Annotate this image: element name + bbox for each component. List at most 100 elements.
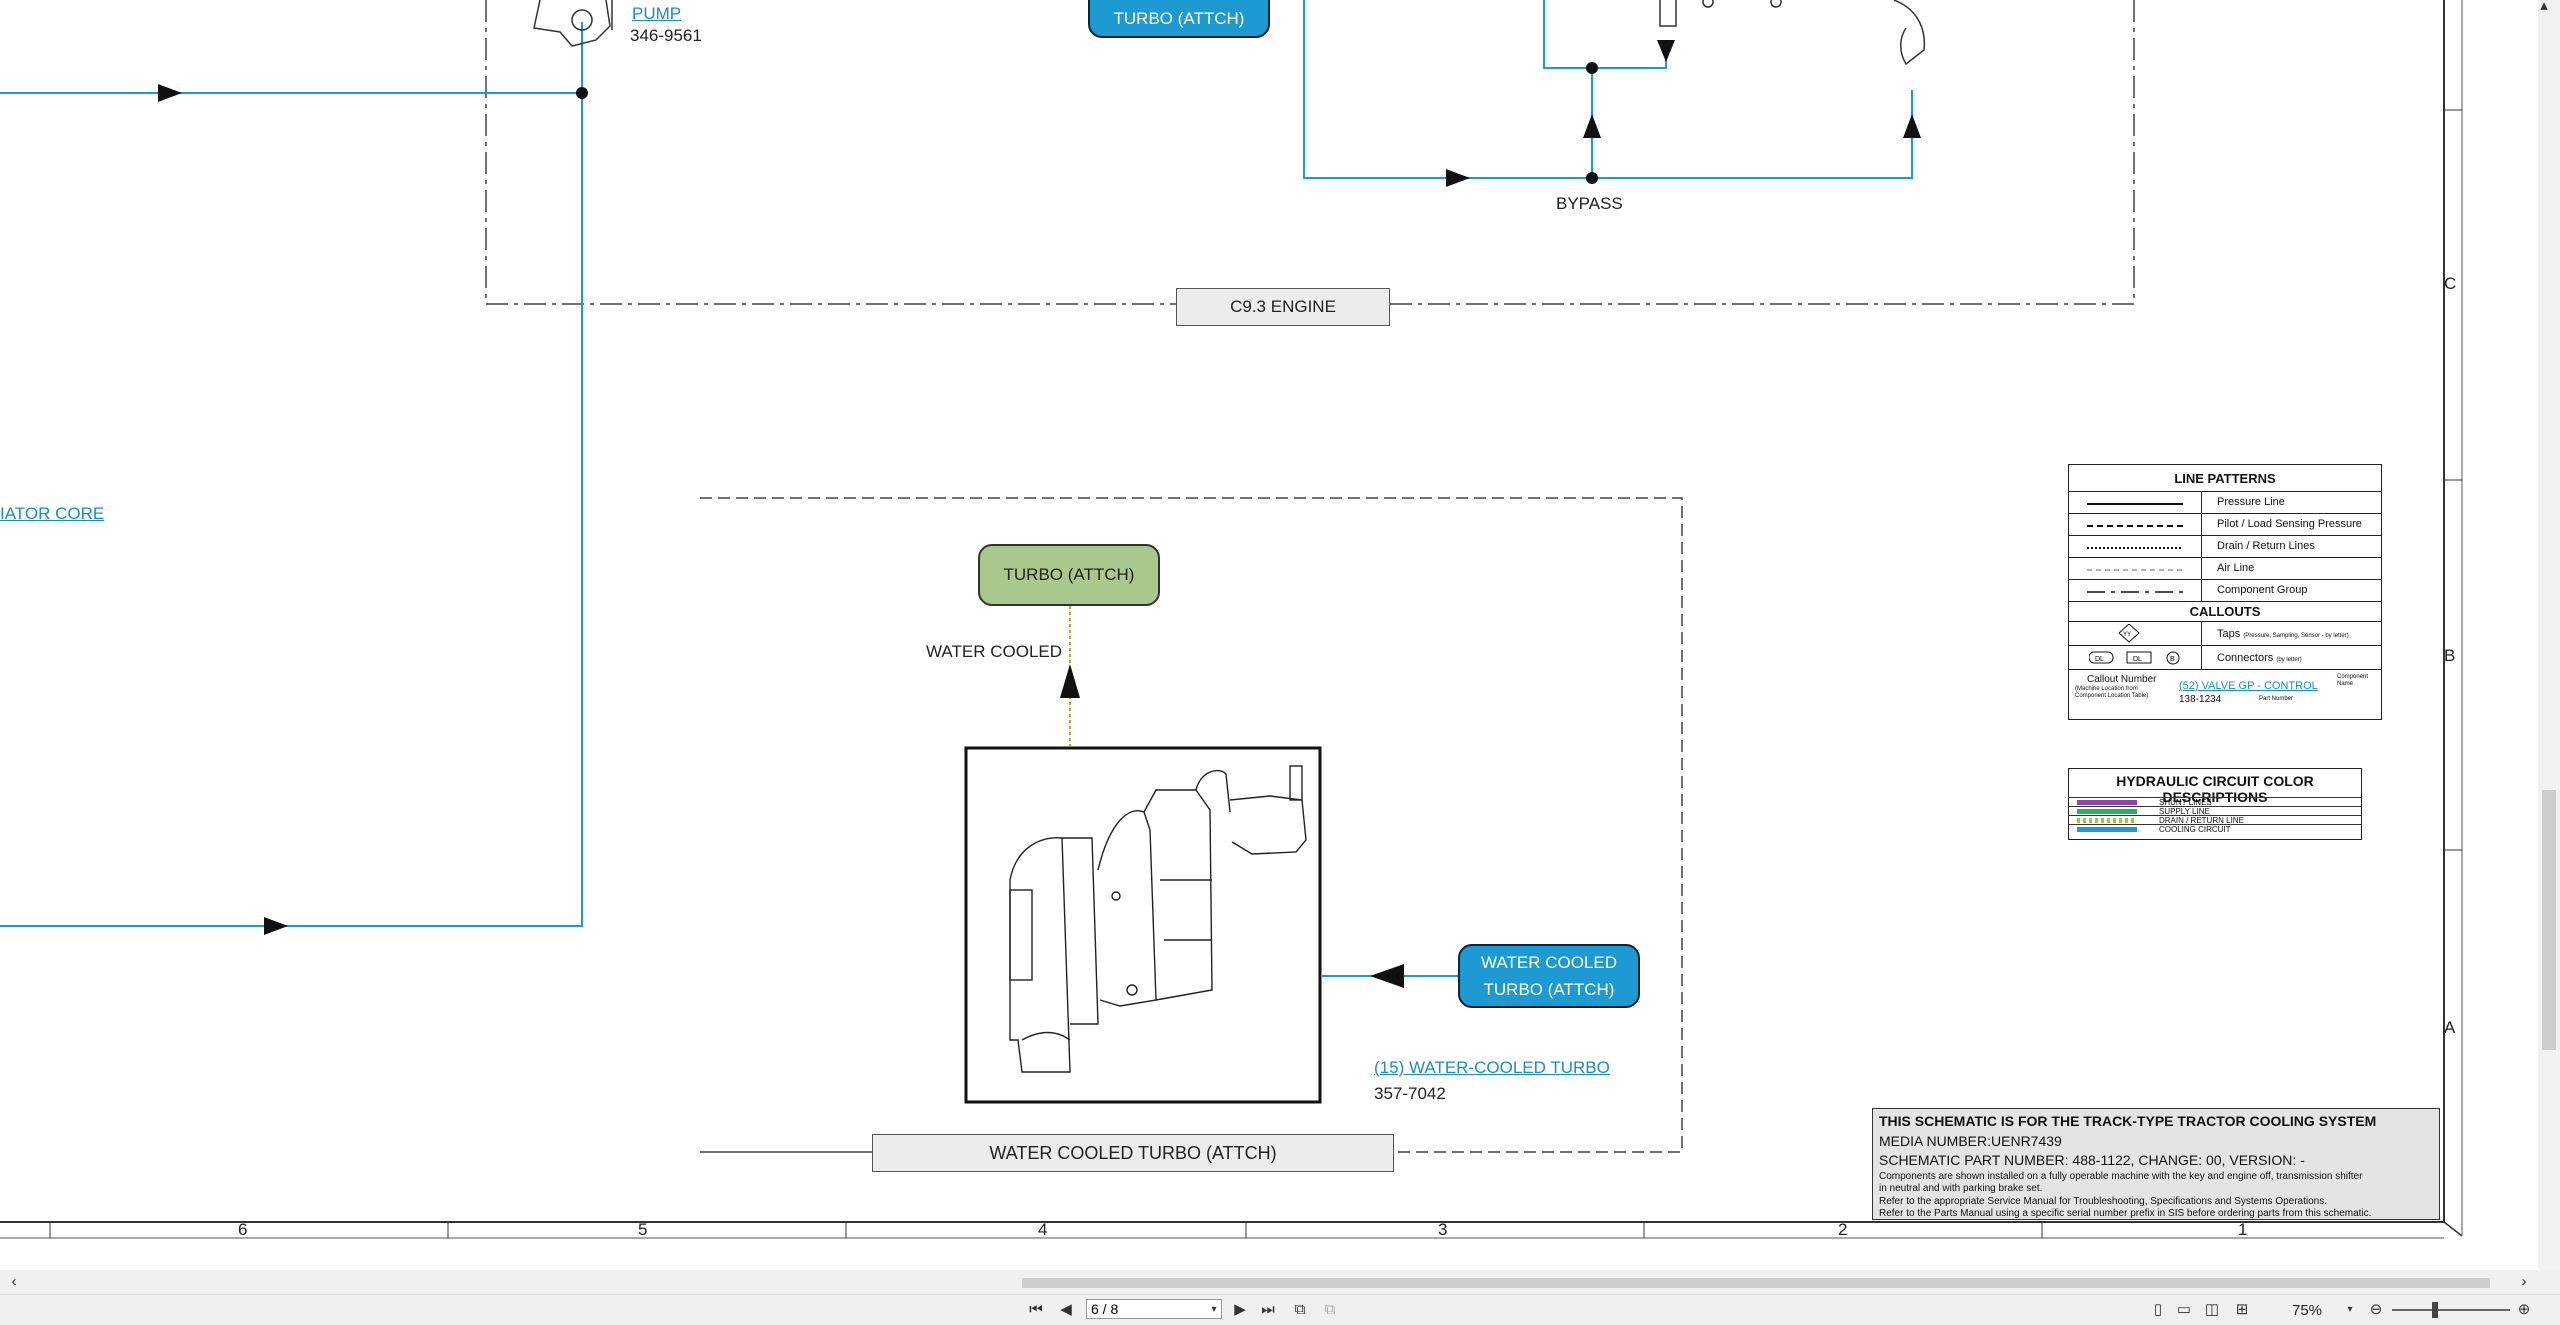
tap-symbol-text: YY	[2123, 632, 2131, 638]
info-media-number: MEDIA NUMBER:UENR7439	[1879, 1133, 2062, 1149]
legend-callout-sub: (Machine Location from Component Locatio…	[2075, 686, 2149, 699]
zoom-dropdown-icon[interactable]: ▾	[2347, 1304, 2353, 1315]
legend-taps-label: Taps	[2217, 628, 2241, 640]
vertical-scrollbar-thumb[interactable]	[2542, 790, 2556, 1050]
shunt-swatch	[2077, 800, 2137, 805]
info-note: Components are shown installed on a full…	[1879, 1171, 2363, 1182]
scroll-left-icon[interactable]: ‹	[11, 1273, 17, 1290]
two-page-view-icon[interactable]: ◫	[2204, 1301, 2220, 1318]
legend-air-line: Air Line	[2217, 562, 2255, 574]
legend-drain-line: Drain / Return Lines	[2217, 540, 2315, 552]
horizontal-scrollbar-thumb[interactable]	[1022, 1278, 2490, 1288]
flow-arrow	[1583, 114, 1601, 138]
next-page-icon[interactable]: ▶	[1234, 1301, 1246, 1318]
previous-page-icon[interactable]: ◀	[1060, 1301, 1072, 1318]
document-viewport[interactable]: PUMP 346-9561 TURBO (ATTCH) BYPASS C9.3 …	[0, 0, 2560, 1270]
junction-dot	[576, 87, 588, 99]
grid-column-label: 4	[1038, 1220, 1048, 1239]
last-page-icon[interactable]: ⏭	[1261, 1301, 1275, 1318]
scroll-right-icon[interactable]: ›	[2521, 1273, 2527, 1290]
water-cooled-turbo-link[interactable]: (15) WATER-COOLED TURBO	[1374, 1058, 1610, 1077]
water-cooled-label: WATER COOLED	[926, 642, 1063, 661]
info-part-number: SCHEMATIC PART NUMBER: 488-1122, CHANGE:…	[1879, 1152, 2305, 1168]
first-page-icon[interactable]: ⏮	[1029, 1301, 1043, 1318]
turbo-illustration	[1009, 765, 1307, 1073]
legend-component-group: Component Group	[2217, 584, 2308, 596]
cooling-swatch	[2077, 827, 2137, 832]
water-cooled-turbo-part-number: 357-7042	[1374, 1084, 1446, 1103]
grid-row-label: A	[2444, 1018, 2456, 1037]
info-title: THIS SCHEMATIC IS FOR THE TRACK-TYPE TRA…	[1879, 1113, 2377, 1129]
page-dropdown-icon[interactable]: ▾	[1211, 1304, 1217, 1315]
supply-swatch	[2077, 809, 2137, 814]
legend-taps-note: (Pressure, Sampling, Sensor - by letter)	[2243, 633, 2349, 639]
legend-callouts-title: CALLOUTS	[2189, 604, 2261, 619]
legend-part-number-label: Part Number	[2259, 696, 2294, 702]
info-note: Refer to the Parts Manual using a specif…	[1879, 1208, 2372, 1219]
hydraulic-row-label: COOLING CIRCUIT	[2159, 825, 2231, 834]
zoom-level[interactable]: 75%	[2292, 1302, 2323, 1319]
legend-row: Pressure Line	[2069, 491, 2381, 514]
line-patterns-legend: LINE PATTERNS Pressure Line Pilot / Load…	[2068, 464, 2382, 720]
zoom-slider-handle[interactable]	[2432, 1302, 2438, 1318]
wct-node-line2: TURBO (ATTCH)	[1483, 980, 1615, 999]
schematic-drawing	[0, 0, 2463, 1239]
bypass-lines	[1303, 0, 1913, 179]
flow-arrow	[1903, 114, 1921, 138]
legend-component-name: Component Name	[2337, 674, 2369, 687]
junction-dot	[1586, 172, 1598, 184]
water-cooled-turbo-node[interactable]: WATER COOLED TURBO (ATTCH)	[1458, 944, 1640, 1008]
legend-pilot-line: Pilot / Load Sensing Pressure	[2217, 518, 2362, 530]
zoom-in-icon[interactable]: ⊕	[2517, 1301, 2531, 1318]
legend-row: Component Group	[2069, 579, 2381, 602]
legend-row: Air Line	[2069, 557, 2381, 580]
grid-column-label: 5	[638, 1220, 648, 1239]
zoom-slider-track[interactable]	[2392, 1309, 2510, 1311]
turbo-illustration-frame	[964, 746, 1322, 1104]
hydraulic-row-label: SHUNT LINES	[2159, 798, 2212, 807]
scroll-up-icon[interactable]: ▴	[2540, 0, 2548, 14]
drain-swatch	[2077, 818, 2137, 823]
legend-row: Drain / Return Lines	[2069, 535, 2381, 558]
single-page-view-icon[interactable]: ▯	[2153, 1301, 2163, 1318]
viewer-status-bar	[0, 1294, 2560, 1325]
cooling-lines-left	[0, 22, 583, 927]
turbo-group-border	[700, 497, 1683, 1153]
info-note: in neutral and with parking brake set.	[1879, 1183, 2043, 1194]
next-view-icon[interactable]: ⧉	[1324, 1301, 1336, 1318]
flow-arrow	[1370, 964, 1404, 988]
pump-link[interactable]: PUMP	[632, 4, 682, 23]
flow-arrow	[158, 84, 182, 102]
continuous-view-icon[interactable]: ▭	[2176, 1301, 2192, 1318]
hydraulic-color-legend: HYDRAULIC CIRCUIT COLOR DESCRIPTIONS SHU…	[2068, 768, 2362, 840]
turbo-group-title-text: WATER COOLED TURBO (ATTCH)	[989, 1142, 1277, 1163]
grid-row-label: C	[2444, 274, 2457, 293]
row-ticks	[2444, 109, 2462, 851]
grid-column-label: 6	[238, 1220, 248, 1239]
legend-callouts-header: CALLOUTS	[2069, 601, 2381, 622]
turbo-attch-node[interactable]: TURBO (ATTCH)	[978, 544, 1160, 606]
connector-symbol-3: B	[2170, 656, 2175, 663]
hydraulic-row-label: DRAIN / RETURN LINE	[2159, 816, 2244, 825]
grid-column-label: 3	[1438, 1220, 1448, 1239]
legend-row: Pilot / Load Sensing Pressure	[2069, 513, 2381, 536]
info-note: Refer to the appropriate Service Manual …	[1879, 1196, 2328, 1207]
page-number-input[interactable]	[1086, 1299, 1222, 1319]
previous-view-icon[interactable]: ⧉	[1294, 1301, 1306, 1318]
flow-arrow	[1657, 40, 1675, 62]
bypass-label: BYPASS	[1556, 194, 1623, 213]
radiator-core-link[interactable]: IATOR CORE	[0, 504, 105, 523]
connector-symbol-2: DL	[2133, 656, 2142, 663]
junction-dot	[1586, 62, 1598, 74]
top-turbo-node-label: TURBO (ATTCH)	[1113, 9, 1245, 28]
column-ticks	[49, 1222, 2043, 1238]
fit-view-icon[interactable]: ⊞	[2235, 1301, 2249, 1318]
top-turbo-node[interactable]: TURBO (ATTCH)	[1088, 0, 1270, 38]
zoom-out-icon[interactable]: ⊖	[2369, 1301, 2383, 1318]
grid-column-label: 2	[1838, 1220, 1848, 1239]
vertical-scrollbar[interactable]	[2538, 0, 2560, 1270]
legend-title: LINE PATTERNS	[2174, 471, 2276, 486]
thermostat-sketch	[1659, 0, 1926, 66]
pump-part-number: 346-9561	[630, 26, 702, 45]
grid-row-label: B	[2444, 646, 2456, 665]
